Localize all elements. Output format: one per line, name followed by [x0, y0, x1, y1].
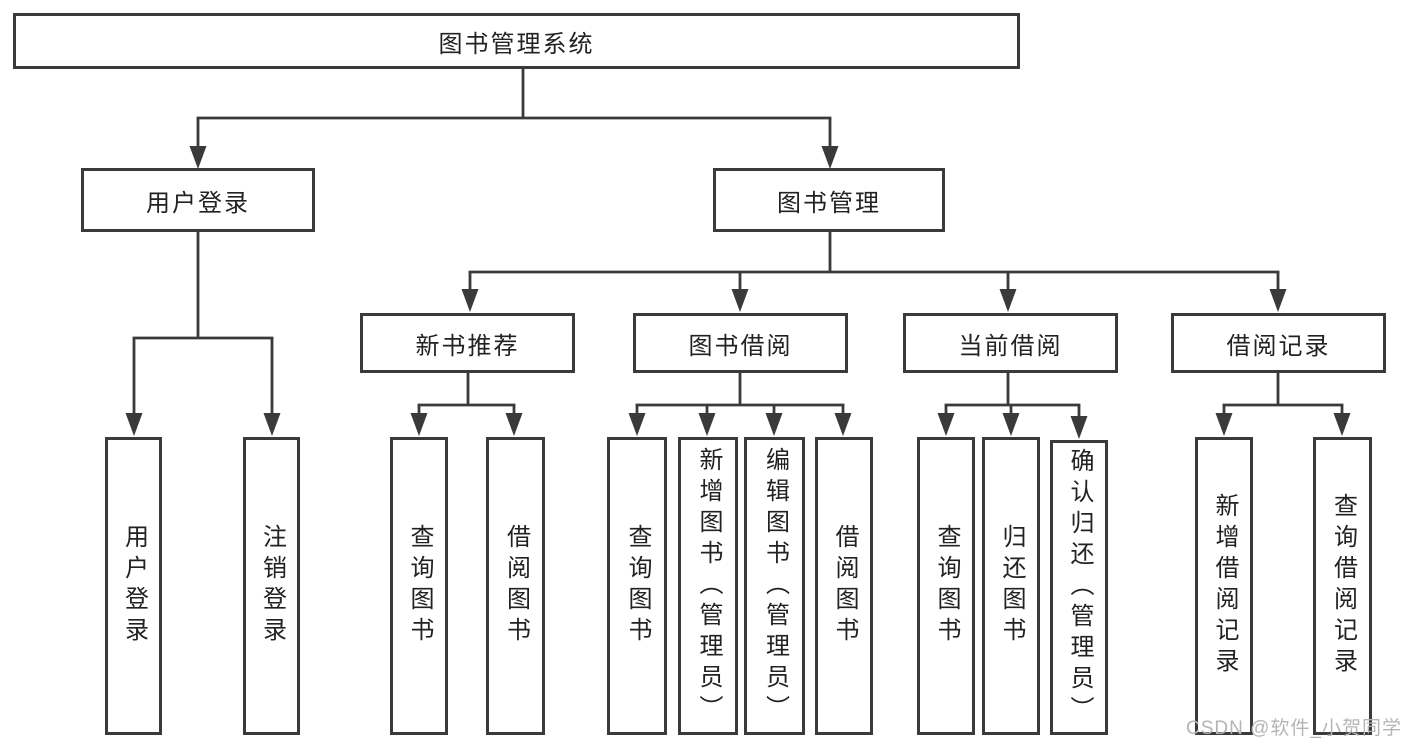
- node-current-borrow-label: 当前借阅: [958, 332, 1063, 360]
- node-root-label: 图书管理系统: [438, 30, 595, 58]
- leaf-bb-add-books-admin-label: 新增图书（管理员）: [695, 446, 722, 726]
- leaf-cb-return-books-label: 归还图书: [998, 524, 1025, 648]
- node-book-borrow: 图书借阅: [633, 313, 848, 373]
- node-new-book-recommend: 新书推荐: [360, 313, 575, 373]
- node-book-borrow-label: 图书借阅: [688, 332, 793, 360]
- node-book-management: 图书管理: [713, 168, 945, 232]
- leaf-cb-return-books: 归还图书: [982, 437, 1040, 735]
- leaf-bb-borrow-books-label: 借阅图书: [831, 524, 858, 648]
- leaf-br-add-record-label: 新增借阅记录: [1211, 493, 1238, 679]
- node-user-login-label: 用户登录: [146, 189, 250, 217]
- leaf-bb-borrow-books: 借阅图书: [815, 437, 873, 735]
- leaf-user-login-label: 用户登录: [120, 524, 148, 648]
- leaf-bb-query-books-label: 查询图书: [624, 524, 651, 648]
- leaf-cb-query-books-label: 查询图书: [933, 524, 960, 648]
- leaf-cb-query-books: 查询图书: [917, 437, 975, 735]
- leaf-bb-add-books-admin: 新增图书（管理员）: [678, 437, 738, 735]
- leaf-logout-label: 注销登录: [258, 524, 286, 648]
- leaf-nbr-borrow-books-label: 借阅图书: [502, 524, 530, 648]
- arrowheads: [125, 146, 1351, 439]
- leaf-bb-edit-books-admin-label: 编辑图书（管理员）: [761, 446, 789, 726]
- leaf-nbr-query-books-label: 查询图书: [406, 524, 433, 648]
- node-root: 图书管理系统: [13, 13, 1020, 69]
- leaf-cb-confirm-return-admin-label: 确认归还（管理员）: [1066, 448, 1093, 727]
- leaf-logout: 注销登录: [243, 437, 300, 735]
- leaf-bb-edit-books-admin: 编辑图书（管理员）: [744, 437, 805, 735]
- leaf-user-login: 用户登录: [105, 437, 162, 735]
- watermark: CSDN @软件_小贺同学: [1186, 718, 1402, 739]
- node-current-borrow: 当前借阅: [903, 313, 1118, 373]
- node-book-management-label: 图书管理: [777, 189, 881, 217]
- leaf-nbr-borrow-books: 借阅图书: [486, 437, 545, 735]
- node-new-book-recommend-label: 新书推荐: [415, 332, 520, 360]
- leaf-nbr-query-books: 查询图书: [390, 437, 448, 735]
- node-borrow-records-label: 借阅记录: [1226, 332, 1331, 360]
- node-borrow-records: 借阅记录: [1171, 313, 1386, 373]
- leaf-br-query-record-label: 查询借阅记录: [1329, 493, 1357, 679]
- leaf-cb-confirm-return-admin: 确认归还（管理员）: [1050, 440, 1108, 735]
- leaf-br-add-record: 新增借阅记录: [1195, 437, 1253, 735]
- node-user-login: 用户登录: [81, 168, 315, 232]
- leaf-bb-query-books: 查询图书: [607, 437, 667, 735]
- leaf-br-query-record: 查询借阅记录: [1313, 437, 1372, 735]
